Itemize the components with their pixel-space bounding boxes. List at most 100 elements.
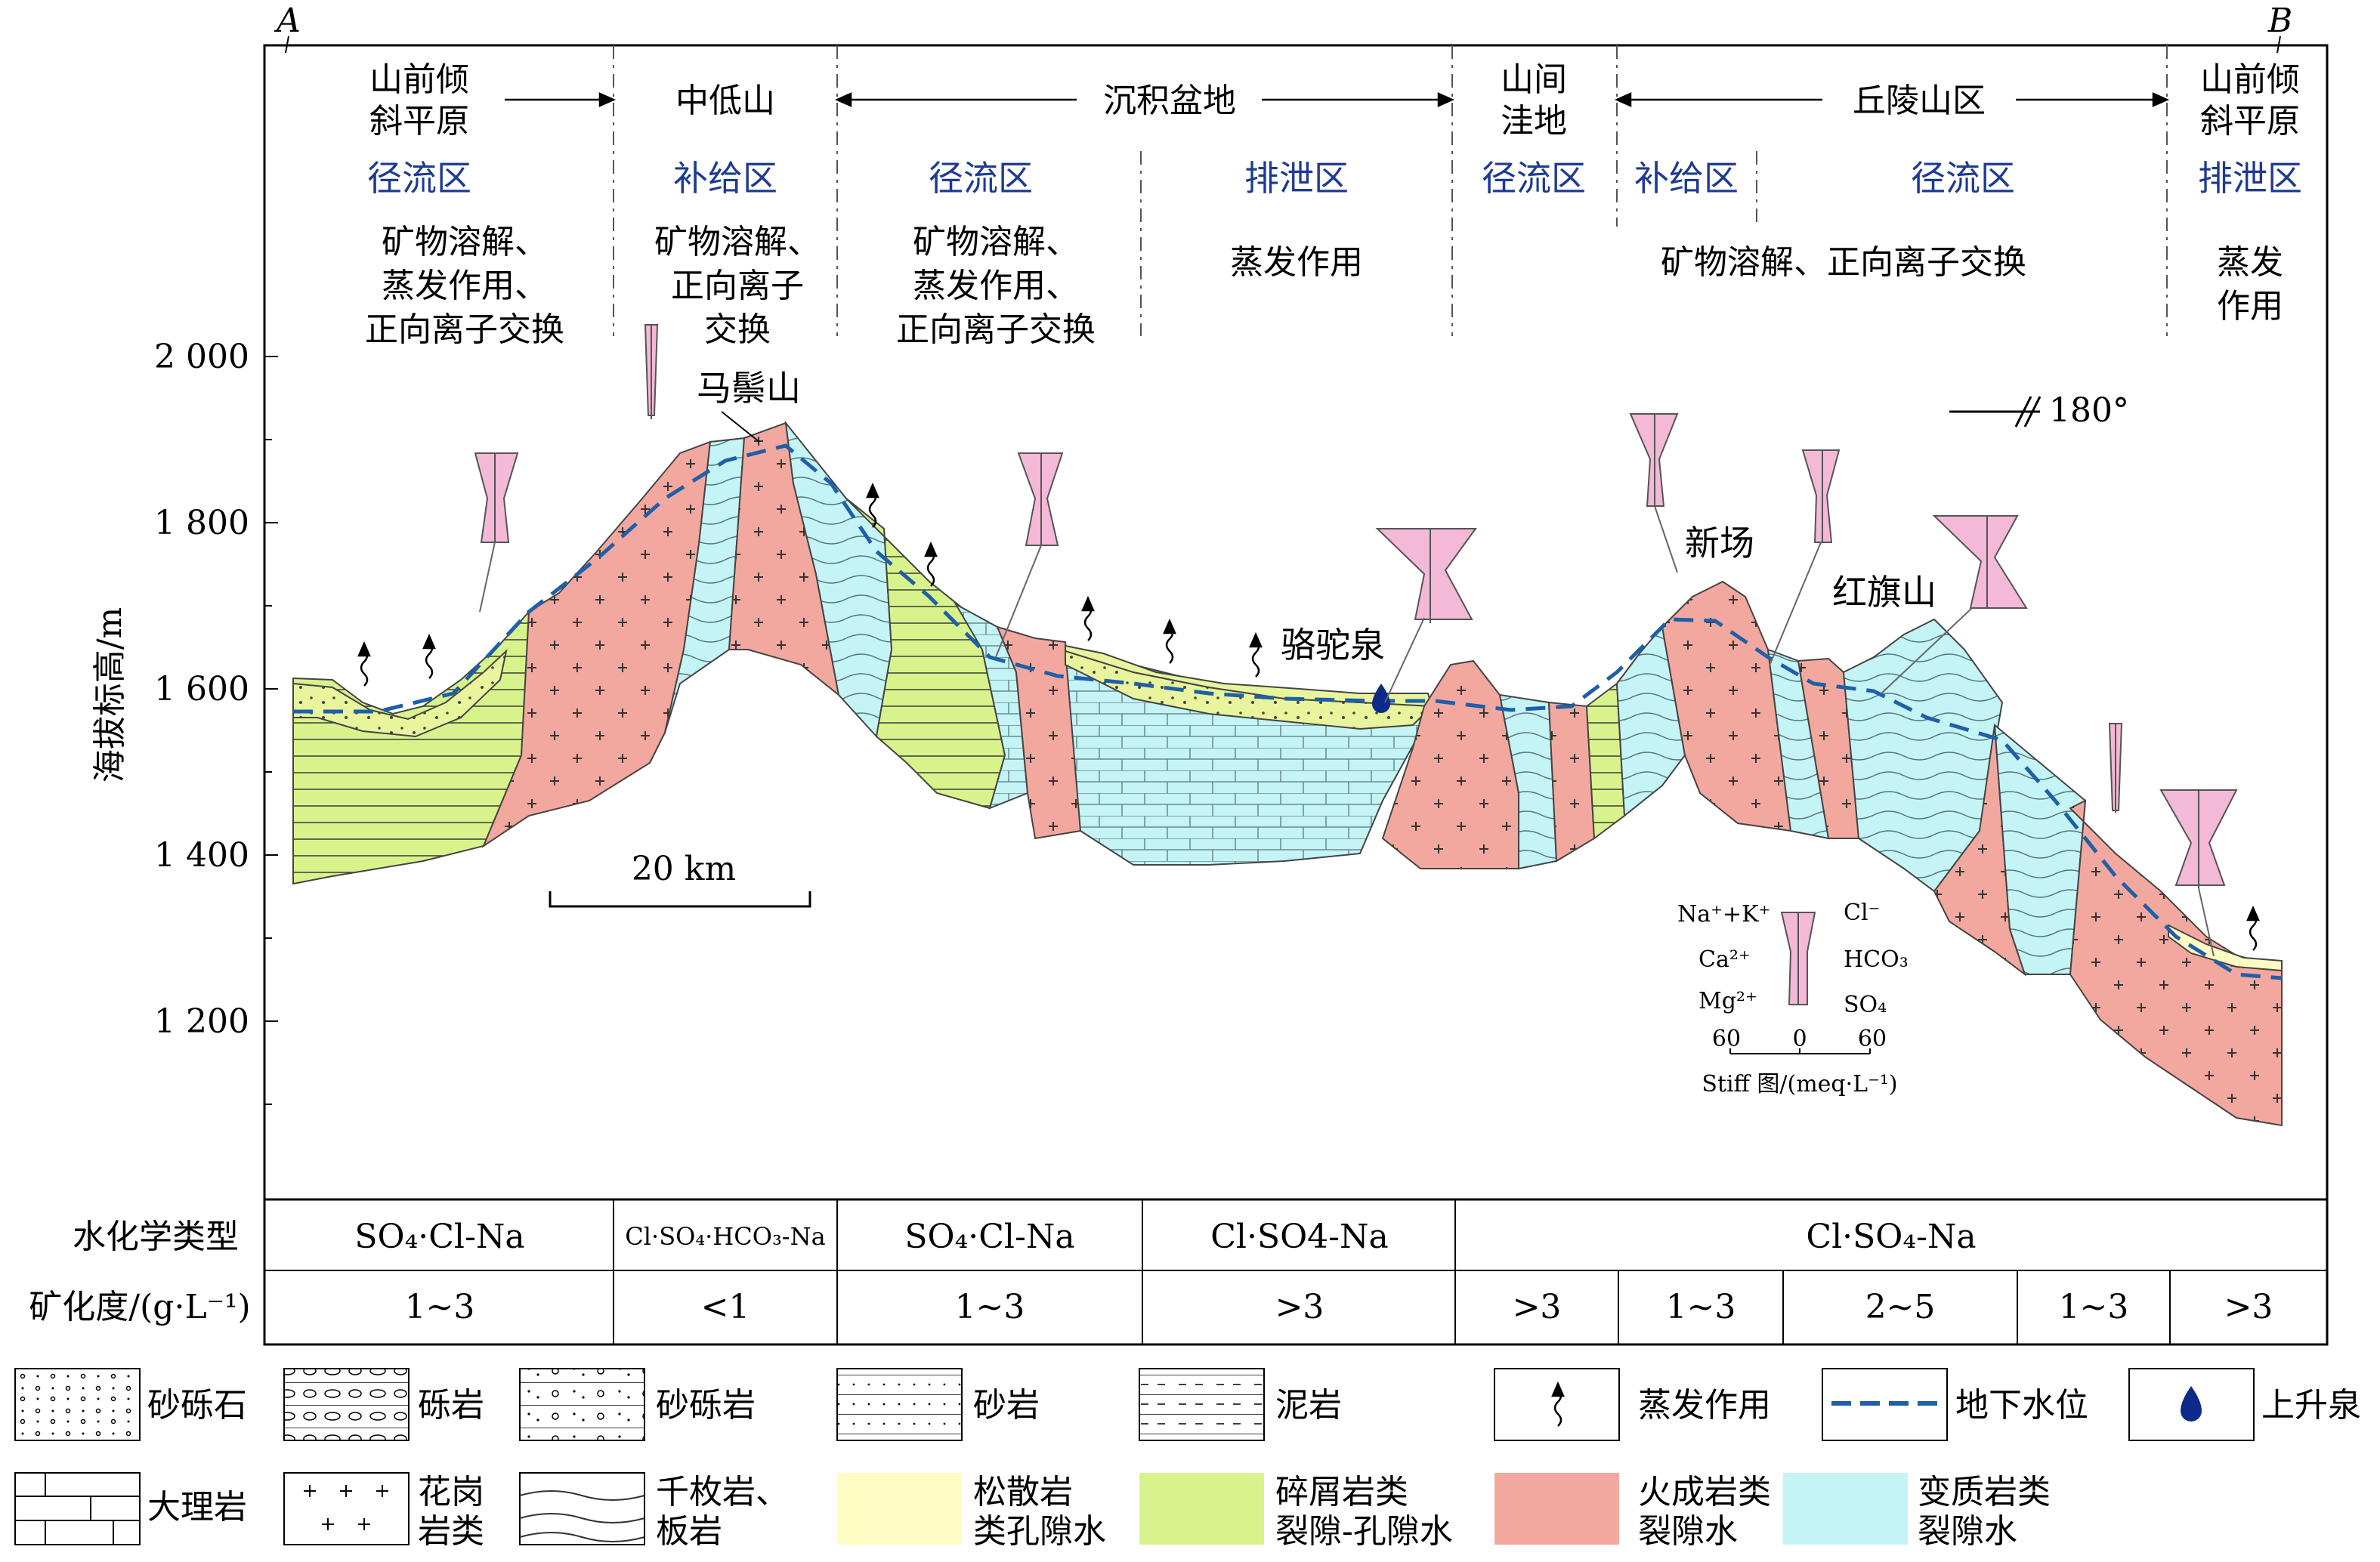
unit-east-loose [2168,924,2283,972]
legend-label: 砂砾石 [147,1386,247,1425]
stiff-glyph [2108,723,2123,813]
legend-swatch-granite [283,1472,410,1545]
evaporation-icon [422,633,436,679]
mazongshan-leader [721,411,760,443]
landform-z6: 丘陵山区 [1853,82,1986,120]
unit-metamorphic-mid [1498,693,1558,870]
hydro-zone-z2: 补给区 [673,158,777,199]
evaporation-icon [2246,905,2260,951]
legend-label: 变质岩类裂隙水 [1918,1473,2051,1551]
point-b-tick [2276,36,2281,54]
hydro-zone-z1: 径流区 [367,158,471,199]
process-row: 矿物溶解、蒸发作用、正向离子交换 矿物溶解、正向离子交换 矿物溶解、蒸发作用、正… [365,223,2283,349]
table-tds-cell: 1~3 [955,1288,1025,1326]
hydro-zone-z3: 径流区 [929,158,1033,199]
text-line: 千枚岩、 [656,1473,789,1511]
stiff-glyph [995,452,1064,658]
process-z2: 矿物溶解、正向离子交换 [654,223,821,349]
table-tds-cell: <1 [701,1288,750,1326]
stiff-glyph [1769,449,1841,666]
scale-bar: 20 km [549,850,811,908]
y-axis-label: 海拔标高/m [91,607,129,783]
text-line: 斜平原 [369,102,469,140]
table-row2-header: 矿化度/(g·L⁻¹) [29,1288,250,1326]
text-line: 作用 [2217,287,2283,326]
text-line: 变质岩类 [1918,1473,2051,1511]
evaporation-icon [1081,595,1095,641]
text-line: 正向离子 [671,267,804,305]
table-tds-cell: >3 [2224,1288,2273,1326]
landform-z3: 沉积盆地 [1103,82,1236,120]
landform-z5: 山间洼地 [1501,60,1567,140]
table-tds-cell: >3 [1275,1288,1324,1326]
stiff-legend-cl: Cl⁻ [1844,900,1880,926]
text-line: 山前倾 [2200,60,2300,99]
stiff-legend-hco3: HCO₃ [1844,946,1909,973]
stiff-legend-scale-left: 60 [1712,1026,1741,1052]
y-axis: 2 000 1 800 1 600 1 400 1 200 [154,338,278,1105]
stiff-legend-scale-right: 60 [1858,1026,1887,1052]
process-z4: 蒸发作用 [1230,243,1363,282]
stiff-glyph [2159,789,2238,957]
zone-dividers [613,45,2168,336]
text-line: 丘陵山区 [1853,82,1986,120]
legend-label: 蒸发作用 [1638,1386,1771,1425]
landform-z1: 山前倾斜平原 [369,60,469,140]
text-line: 蒸发 [2217,243,2283,282]
y-tick-label: 1 200 [154,1002,249,1041]
stiff-diagrams [474,324,2238,957]
legend-label: 千枚岩、板岩 [656,1473,789,1551]
stiff-glyph [1375,528,1477,703]
hydro-zone-z8: 排泄区 [2198,158,2302,199]
landform-arrows [505,92,2170,107]
text-line: 火成岩类 [1638,1473,1771,1511]
legend-label: 上升泉 [2261,1386,2361,1425]
stiff-legend-na-k: Na⁺+K⁺ [1677,901,1770,928]
legend-swatch-igneous-water [1494,1473,1619,1545]
stiff-legend-ca: Ca²⁺ [1698,946,1751,973]
table-type-cell: Cl·SO₄-Na [1806,1218,1976,1256]
text-line: 裂隙水 [1918,1512,2017,1551]
place-xinchang: 新场 [1685,523,1754,563]
legend-swatch-conglomerate [283,1368,410,1441]
text-line: 矿物溶解、 [654,223,821,261]
stiff-legend-mg: Mg²⁺ [1698,988,1757,1014]
process-z8: 蒸发作用 [2217,243,2283,326]
text-line: 矿物溶解、正向离子交换 [1661,243,2026,282]
place-mazongshan: 马鬃山 [697,368,801,409]
text-line: 矿物溶解、 [382,223,548,261]
stiff-legend-caption: Stiff 图/(meq·L⁻¹) [1702,1071,1897,1097]
legend-swatch-loose-pore-water [837,1473,962,1545]
text-line: 蒸发作用 [1230,243,1363,282]
table-tds-cell: 1~3 [1666,1288,1736,1326]
y-tick-label: 1 800 [154,504,249,542]
orientation-label: 180° [2049,391,2129,430]
text-line: 山前倾 [369,60,469,99]
legend-swatch-clastic-water [1139,1473,1264,1545]
text-line: 沉积盆地 [1103,82,1236,120]
stiff-legend-so4: SO₄ [1844,992,1887,1018]
hydro-zone-z4: 排泄区 [1244,158,1349,199]
legend-swatch-metamorphic-water [1783,1473,1908,1545]
point-a-tick [285,36,289,54]
process-z6: 矿物溶解、正向离子交换 [1661,243,2026,282]
place-luotuoquan: 骆驼泉 [1281,625,1385,665]
table-tds-cell: >3 [1513,1288,1562,1326]
text-line: 斜平原 [2200,102,2300,140]
stiff-glyph [1629,413,1679,573]
text-line: 岩类 [418,1512,484,1551]
evaporation-icon [924,541,938,587]
legend-label: 泥岩 [1275,1386,1342,1425]
evaporation-icon [1163,618,1176,664]
text-line: 矿物溶解、 [913,223,1079,261]
unit-granite-basin [996,625,1082,840]
text-line: 洼地 [1501,102,1567,140]
legend-swatch-sandy-gravel [519,1368,645,1441]
text-line: 碎屑岩类 [1275,1473,1408,1511]
text-line: 裂隙水 [1638,1512,1738,1551]
scale-bar-label: 20 km [632,850,736,888]
landform-z8: 山前倾斜平原 [2200,60,2300,140]
legend-label: 大理岩 [147,1488,247,1526]
unit-left-loose [292,649,508,738]
table-type-cell: SO₄·Cl-Na [354,1218,524,1256]
